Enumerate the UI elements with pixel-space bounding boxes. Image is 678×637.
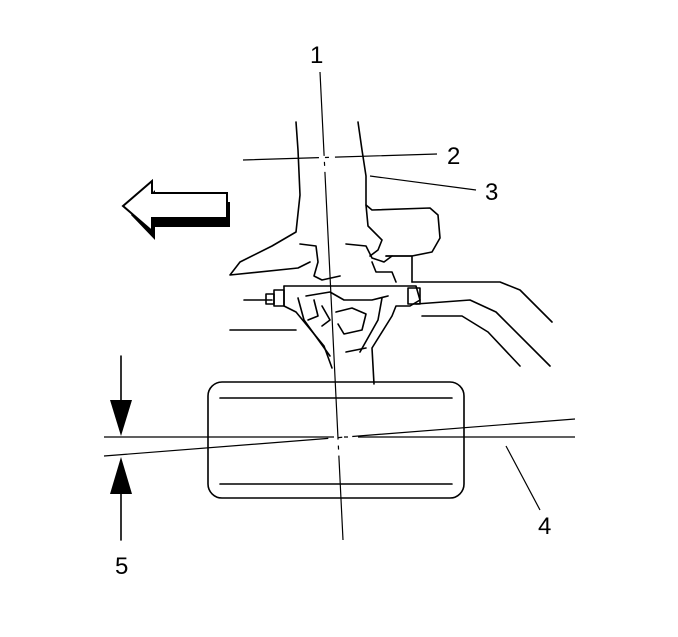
- callout-2: 2: [447, 143, 460, 170]
- level-line: [242, 153, 438, 161]
- callout-3: 3: [485, 179, 498, 206]
- callout-4: 4: [538, 513, 551, 540]
- strut-upper: [229, 121, 441, 283]
- callout-1: 1: [310, 42, 323, 69]
- reference-lines: [103, 71, 576, 541]
- callout-5: 5: [115, 553, 128, 580]
- arrow-down-icon: [110, 400, 132, 436]
- arrow-left-icon: [121, 178, 230, 240]
- control-arm: [229, 281, 553, 367]
- arrow-up-icon: [110, 457, 132, 494]
- leader-lines: [369, 175, 541, 511]
- tilted-wheel-line: [103, 418, 576, 457]
- camber-measure: [110, 355, 132, 541]
- steering-axis-line: [319, 71, 344, 541]
- knuckle: [265, 285, 421, 385]
